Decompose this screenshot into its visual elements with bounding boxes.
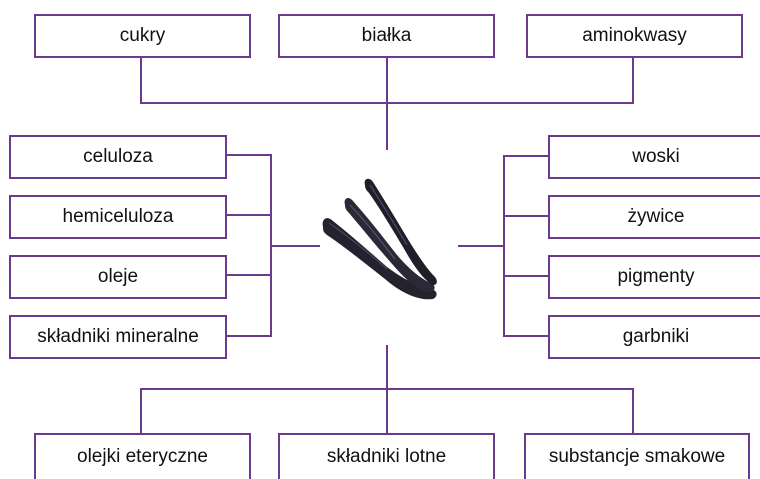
box-label: białka [361, 25, 412, 46]
connector-line [226, 154, 272, 156]
box-zywice: żywice [548, 195, 760, 239]
box-label: pigmenty [617, 266, 695, 287]
connector-line [632, 57, 634, 103]
connector-line [503, 155, 505, 337]
connector-line [270, 245, 320, 247]
vanilla-pod-icon [322, 218, 437, 300]
box-woski: woski [548, 135, 760, 179]
connector-line [503, 215, 549, 217]
box-label: składniki lotne [326, 446, 447, 467]
box-aminokwasy: aminokwasy [526, 14, 743, 58]
vanilla-pod-icon [364, 178, 437, 285]
box-label: aminokwasy [582, 25, 687, 46]
connector-line [458, 245, 504, 247]
box-bialka: białka [278, 14, 495, 58]
box-label: składniki mineralne [37, 326, 199, 347]
connector-line [503, 275, 549, 277]
connector-line [632, 388, 634, 434]
box-hemiceluloza: hemiceluloza [9, 195, 227, 239]
box-label: celuloza [83, 146, 153, 167]
connector-line [140, 57, 142, 103]
box-cukry: cukry [34, 14, 251, 58]
box-oleje: oleje [9, 255, 227, 299]
connector-line [503, 335, 549, 337]
box-skladniki-mineralne: składniki mineralne [9, 315, 227, 359]
connector-line [226, 335, 272, 337]
box-garbniki: garbniki [548, 315, 760, 359]
connector-line [226, 274, 272, 276]
box-skladniki-lotne: składniki lotne [278, 433, 495, 479]
box-label: olejki eteryczne [77, 446, 208, 467]
box-label: substancje smakowe [548, 446, 726, 467]
connector-line [503, 155, 549, 157]
box-pigmenty: pigmenty [548, 255, 760, 299]
box-label: cukry [119, 25, 166, 46]
box-celuloza: celuloza [9, 135, 227, 179]
box-label: żywice [627, 206, 685, 227]
box-olejki-eteryczne: olejki eteryczne [34, 433, 251, 479]
box-substancje-smakowe: substancje smakowe [524, 433, 750, 479]
connector-line [386, 345, 388, 389]
box-label: woski [632, 146, 680, 167]
connector-line [386, 57, 388, 103]
connector-line [386, 102, 388, 150]
vanilla-pods-image [322, 178, 437, 300]
box-label: oleje [97, 266, 139, 287]
connector-line [140, 388, 142, 434]
connector-line [226, 214, 272, 216]
vanilla-pod-icon [344, 198, 435, 292]
box-label: hemiceluloza [62, 206, 174, 227]
box-label: garbniki [622, 326, 690, 347]
connector-line [386, 388, 388, 434]
